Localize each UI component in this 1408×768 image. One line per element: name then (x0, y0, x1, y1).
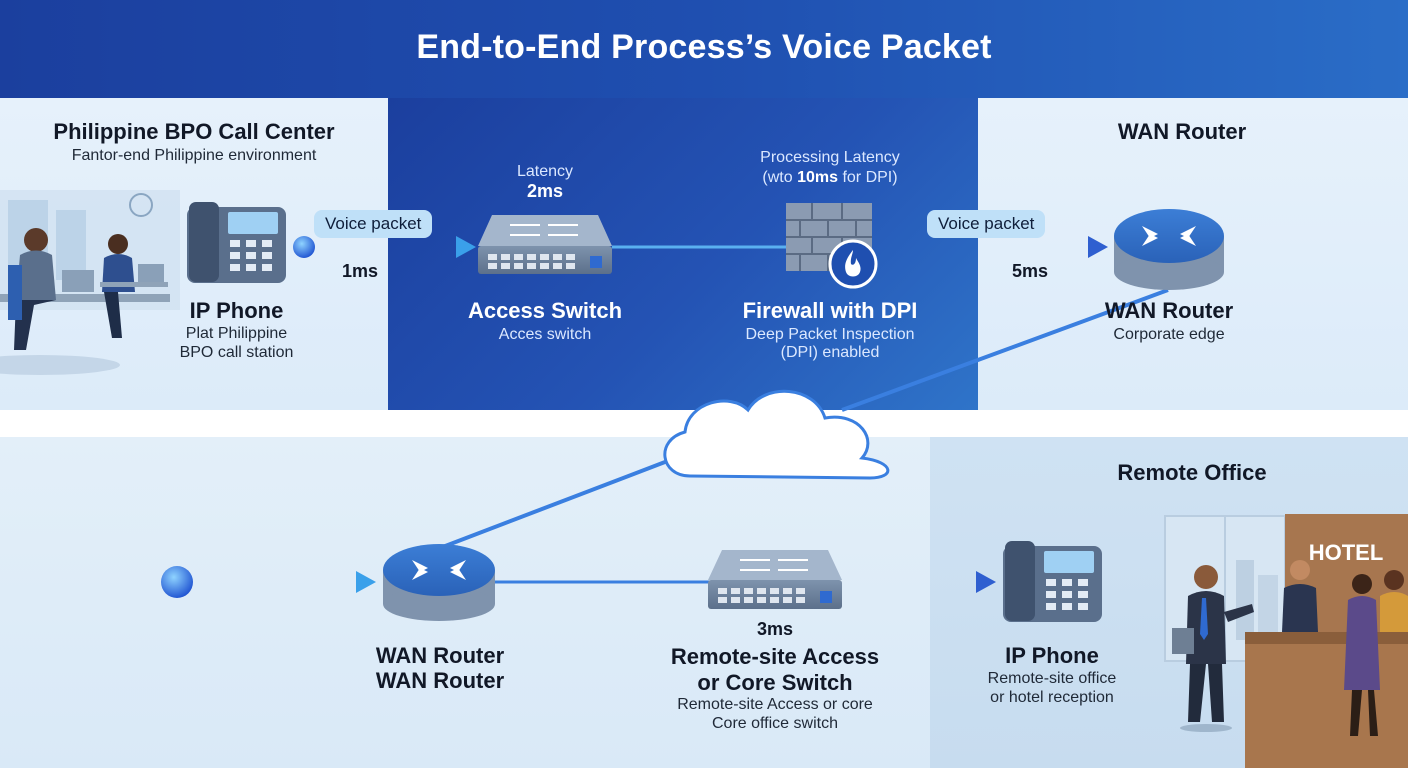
wan-router-heading: WAN Router (1117, 119, 1247, 144)
link-firewall-to-router (878, 236, 1108, 258)
access-switch-latency-value: 2ms (526, 181, 564, 201)
link-remote-switch-to-phone (842, 571, 996, 593)
ip-phone-icon (187, 202, 286, 283)
voice-packet-pill-left: Voice packet (314, 210, 433, 238)
remote-ip-phone-icon (1003, 541, 1102, 622)
bpo-agents-illustration (0, 190, 180, 375)
arrow-head-icon (1088, 236, 1108, 258)
packet-origin-dot (293, 236, 315, 258)
link-phone-to-switch (293, 236, 476, 258)
wan-router-title: WAN Router (1104, 298, 1234, 323)
latency-1ms-label: 1ms (341, 261, 379, 281)
internet-cloud-icon (663, 389, 890, 480)
wan-router-sub: Corporate edge (1113, 326, 1225, 343)
access-switch-sub: Acces switch (498, 326, 592, 343)
remote-switch-sub-1: Remote-site Access or core (677, 696, 873, 713)
firewall-sub-2: (DPI) enabled (780, 344, 880, 361)
wan-router-bottom-line-1: WAN Router (375, 643, 505, 668)
remote-switch-title-1: Remote-site Access (670, 644, 880, 669)
firewall-title: Firewall with DPI (742, 298, 918, 323)
ip-phone-sub-1: Plat Philippine (185, 325, 288, 342)
access-switch-latency-label: Latency (516, 163, 574, 180)
remote-office-heading: Remote Office (1117, 460, 1267, 485)
arrow-head-icon (356, 571, 376, 593)
link-remote-start (161, 566, 376, 598)
latency-3ms-label: 3ms (756, 619, 794, 639)
remote-switch-title-2: or Core Switch (697, 670, 853, 695)
remote-ip-phone-sub-2: or hotel reception (990, 689, 1114, 706)
remote-ip-phone-sub-1: Remote-site office (987, 670, 1117, 687)
hotel-sign: HOTEL (1308, 540, 1384, 565)
remote-switch-icon (708, 550, 842, 609)
wan-router-bottom-icon (383, 544, 495, 621)
firewall-latency-line: (wto 10ms for DPI) (762, 169, 898, 186)
firewall-icon (786, 203, 878, 289)
wan-link-bottom (439, 460, 666, 550)
wan-link-top (841, 288, 1169, 412)
wan-router-top-icon (1114, 209, 1224, 290)
clock-icon (129, 193, 153, 217)
bpo-subtitle: Fantor-end Philippine environment (71, 147, 317, 164)
header-banner (0, 0, 1408, 98)
packet-origin-dot (161, 566, 193, 598)
remote-ip-phone-title: IP Phone (1005, 643, 1099, 668)
page-title: End-to-End Process’s Voice Packet (416, 28, 992, 66)
arrow-head-icon (456, 236, 476, 258)
firewall-latency-label: Processing Latency (760, 149, 900, 166)
voice-packet-pill-right: Voice packet (927, 210, 1046, 238)
arrow-head-icon (976, 571, 996, 593)
hotel-reception-illustration (1164, 514, 1408, 768)
remote-switch-sub-2: Core office switch (712, 715, 838, 732)
ip-phone-sub-2: BPO call station (179, 344, 294, 361)
bpo-title: Philippine BPO Call Center (53, 119, 335, 144)
latency-5ms-label: 5ms (1011, 261, 1049, 281)
ip-phone-title: IP Phone (189, 298, 284, 323)
access-switch-icon (478, 215, 612, 274)
access-switch-title: Access Switch (467, 298, 623, 323)
fire-icon (845, 250, 861, 277)
wan-router-bottom-line-2: WAN Router (375, 668, 505, 693)
firewall-sub-1: Deep Packet Inspection (745, 326, 915, 343)
